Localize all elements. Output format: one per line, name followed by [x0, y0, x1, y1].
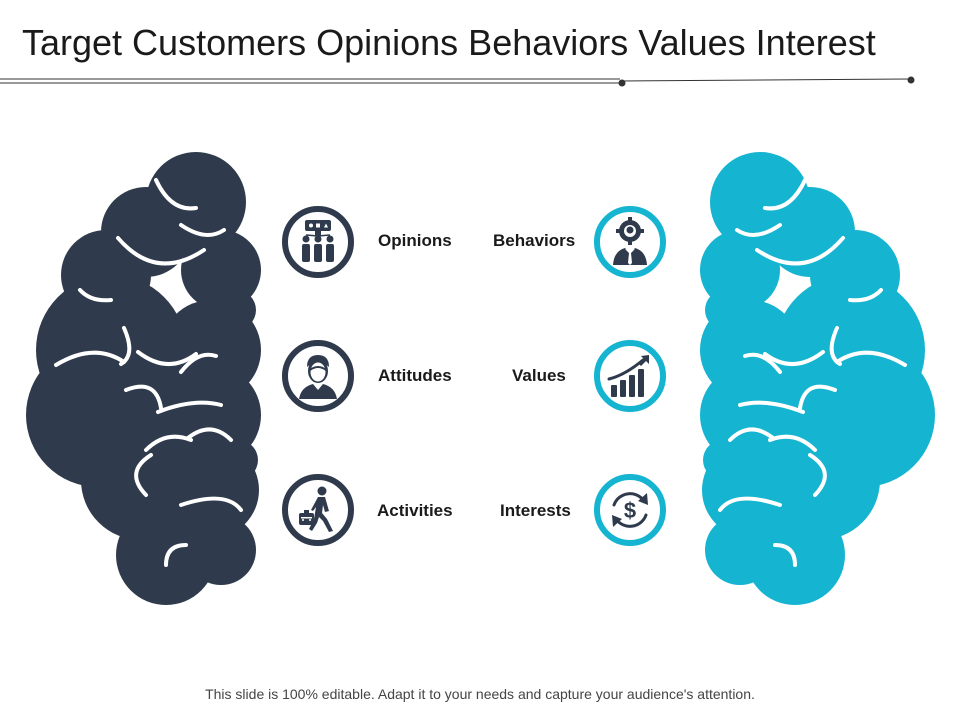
title-divider	[0, 76, 915, 87]
footer-note: This slide is 100% editable. Adapt it to…	[205, 686, 755, 702]
page-title: Target Customers Opinions Behaviors Valu…	[22, 22, 876, 63]
label-interests: Interests	[500, 501, 571, 520]
label-opinions: Opinions	[378, 231, 452, 250]
svg-text:$: $	[624, 498, 636, 523]
attitudes-circle	[282, 340, 354, 412]
dollar-cycle-icon: $	[612, 492, 648, 528]
label-activities: Activities	[377, 501, 453, 520]
left-brain-shape	[26, 152, 261, 605]
interests-circle: $	[594, 474, 666, 546]
right-brain-shape	[700, 152, 935, 605]
group-presentation-icon	[302, 220, 334, 262]
businessman-gear-icon	[613, 217, 647, 265]
growth-chart-icon	[607, 355, 649, 397]
label-attitudes: Attitudes	[378, 366, 452, 385]
walking-businessman-icon	[299, 486, 333, 532]
values-circle	[594, 340, 666, 412]
activities-circle	[282, 474, 354, 546]
label-behaviors: Behaviors	[493, 231, 576, 250]
person-avatar-icon	[299, 355, 337, 399]
behaviors-circle	[594, 206, 666, 278]
opinions-circle	[282, 206, 354, 278]
label-values: Values	[512, 366, 566, 385]
